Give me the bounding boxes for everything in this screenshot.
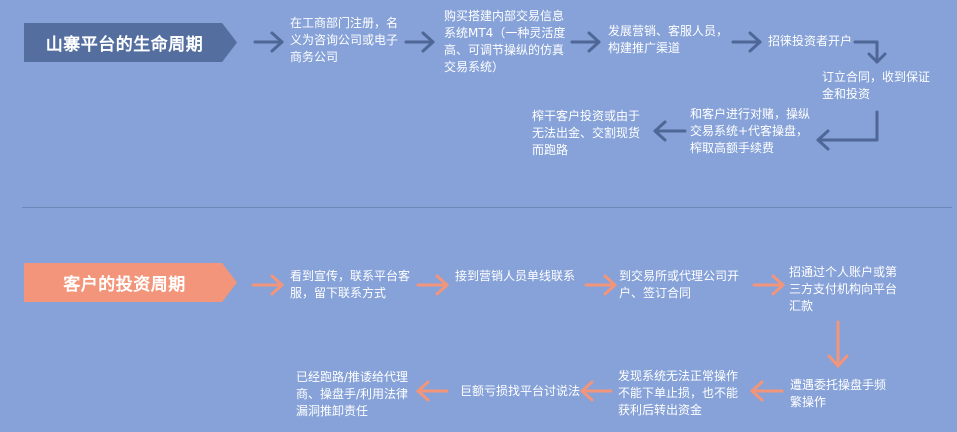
top-arrow-7	[653, 120, 687, 142]
platform-step-run-away: 榨干客户投资或由于无法出金、交割现货而跑路	[532, 109, 641, 157]
bottom-arrow-4	[752, 274, 785, 296]
top-arrow-6	[816, 110, 879, 151]
investor-step-complain: 巨额亏损找平台讨说法	[460, 384, 581, 398]
bottom-arrow-7	[580, 380, 613, 402]
investor-step-churning: 遭遇委托操盘手频繁操作	[790, 378, 887, 409]
investor-step-contact: 看到宣传，联系平台客服，留下联系方式	[290, 269, 411, 300]
section-divider	[22, 207, 952, 208]
investor-step-evade: 已经跑路/推诿给代理商、操盘手/利用法律漏洞推卸责任	[296, 370, 409, 418]
investor-step-sales-contact: 接到营销人员单线联系	[455, 269, 576, 283]
bottom-arrow-6	[750, 380, 784, 402]
top-arrow-1	[253, 31, 284, 53]
platform-lifecycle-banner: 山寨平台的生命周期	[24, 23, 237, 62]
platform-step-build-system: 购买搭建内部交易信息系统MT4（一种灵活度高、可调节操纵的仿真交易系统）	[444, 9, 566, 74]
top-arrow-5	[853, 40, 887, 64]
top-arrow-4	[731, 31, 762, 53]
top-arrow-3	[570, 31, 601, 53]
investor-step-remit: 招通过个人账户或第三方支付机构向平台汇款	[789, 265, 898, 313]
platform-step-register: 在工商部门注册，名义为咨询公司或电子商务公司	[290, 16, 399, 64]
bottom-arrow-1	[251, 274, 284, 296]
investor-step-system-blocked: 发现系统无法正常操作不能下单止损，也不能获利后转出资金	[618, 369, 739, 417]
investor-cycle-title: 客户的投资周期	[63, 275, 186, 295]
platform-lifecycle-title: 山寨平台的生命周期	[45, 35, 204, 55]
investor-step-open-account: 到交易所或代理公司开户、签订合同	[619, 269, 740, 300]
platform-step-sign-contract: 订立合同，收到保证金和投资	[822, 70, 931, 101]
bottom-arrow-8	[416, 380, 449, 402]
platform-step-betting: 和客户进行对赌，操纵交易系统+代客操盘，榨取高额手续费	[690, 107, 811, 155]
investor-cycle-banner: 客户的投资周期	[24, 263, 237, 302]
bottom-arrow-3	[584, 274, 617, 296]
platform-step-recruit-sales: 发展营销、客服人员，构建推广渠道	[608, 24, 729, 55]
platform-step-open-accounts: 招徕投资者开户	[768, 34, 853, 48]
bottom-arrow-5	[827, 320, 849, 368]
bottom-arrow-2	[416, 274, 449, 296]
top-arrow-2	[404, 31, 435, 53]
